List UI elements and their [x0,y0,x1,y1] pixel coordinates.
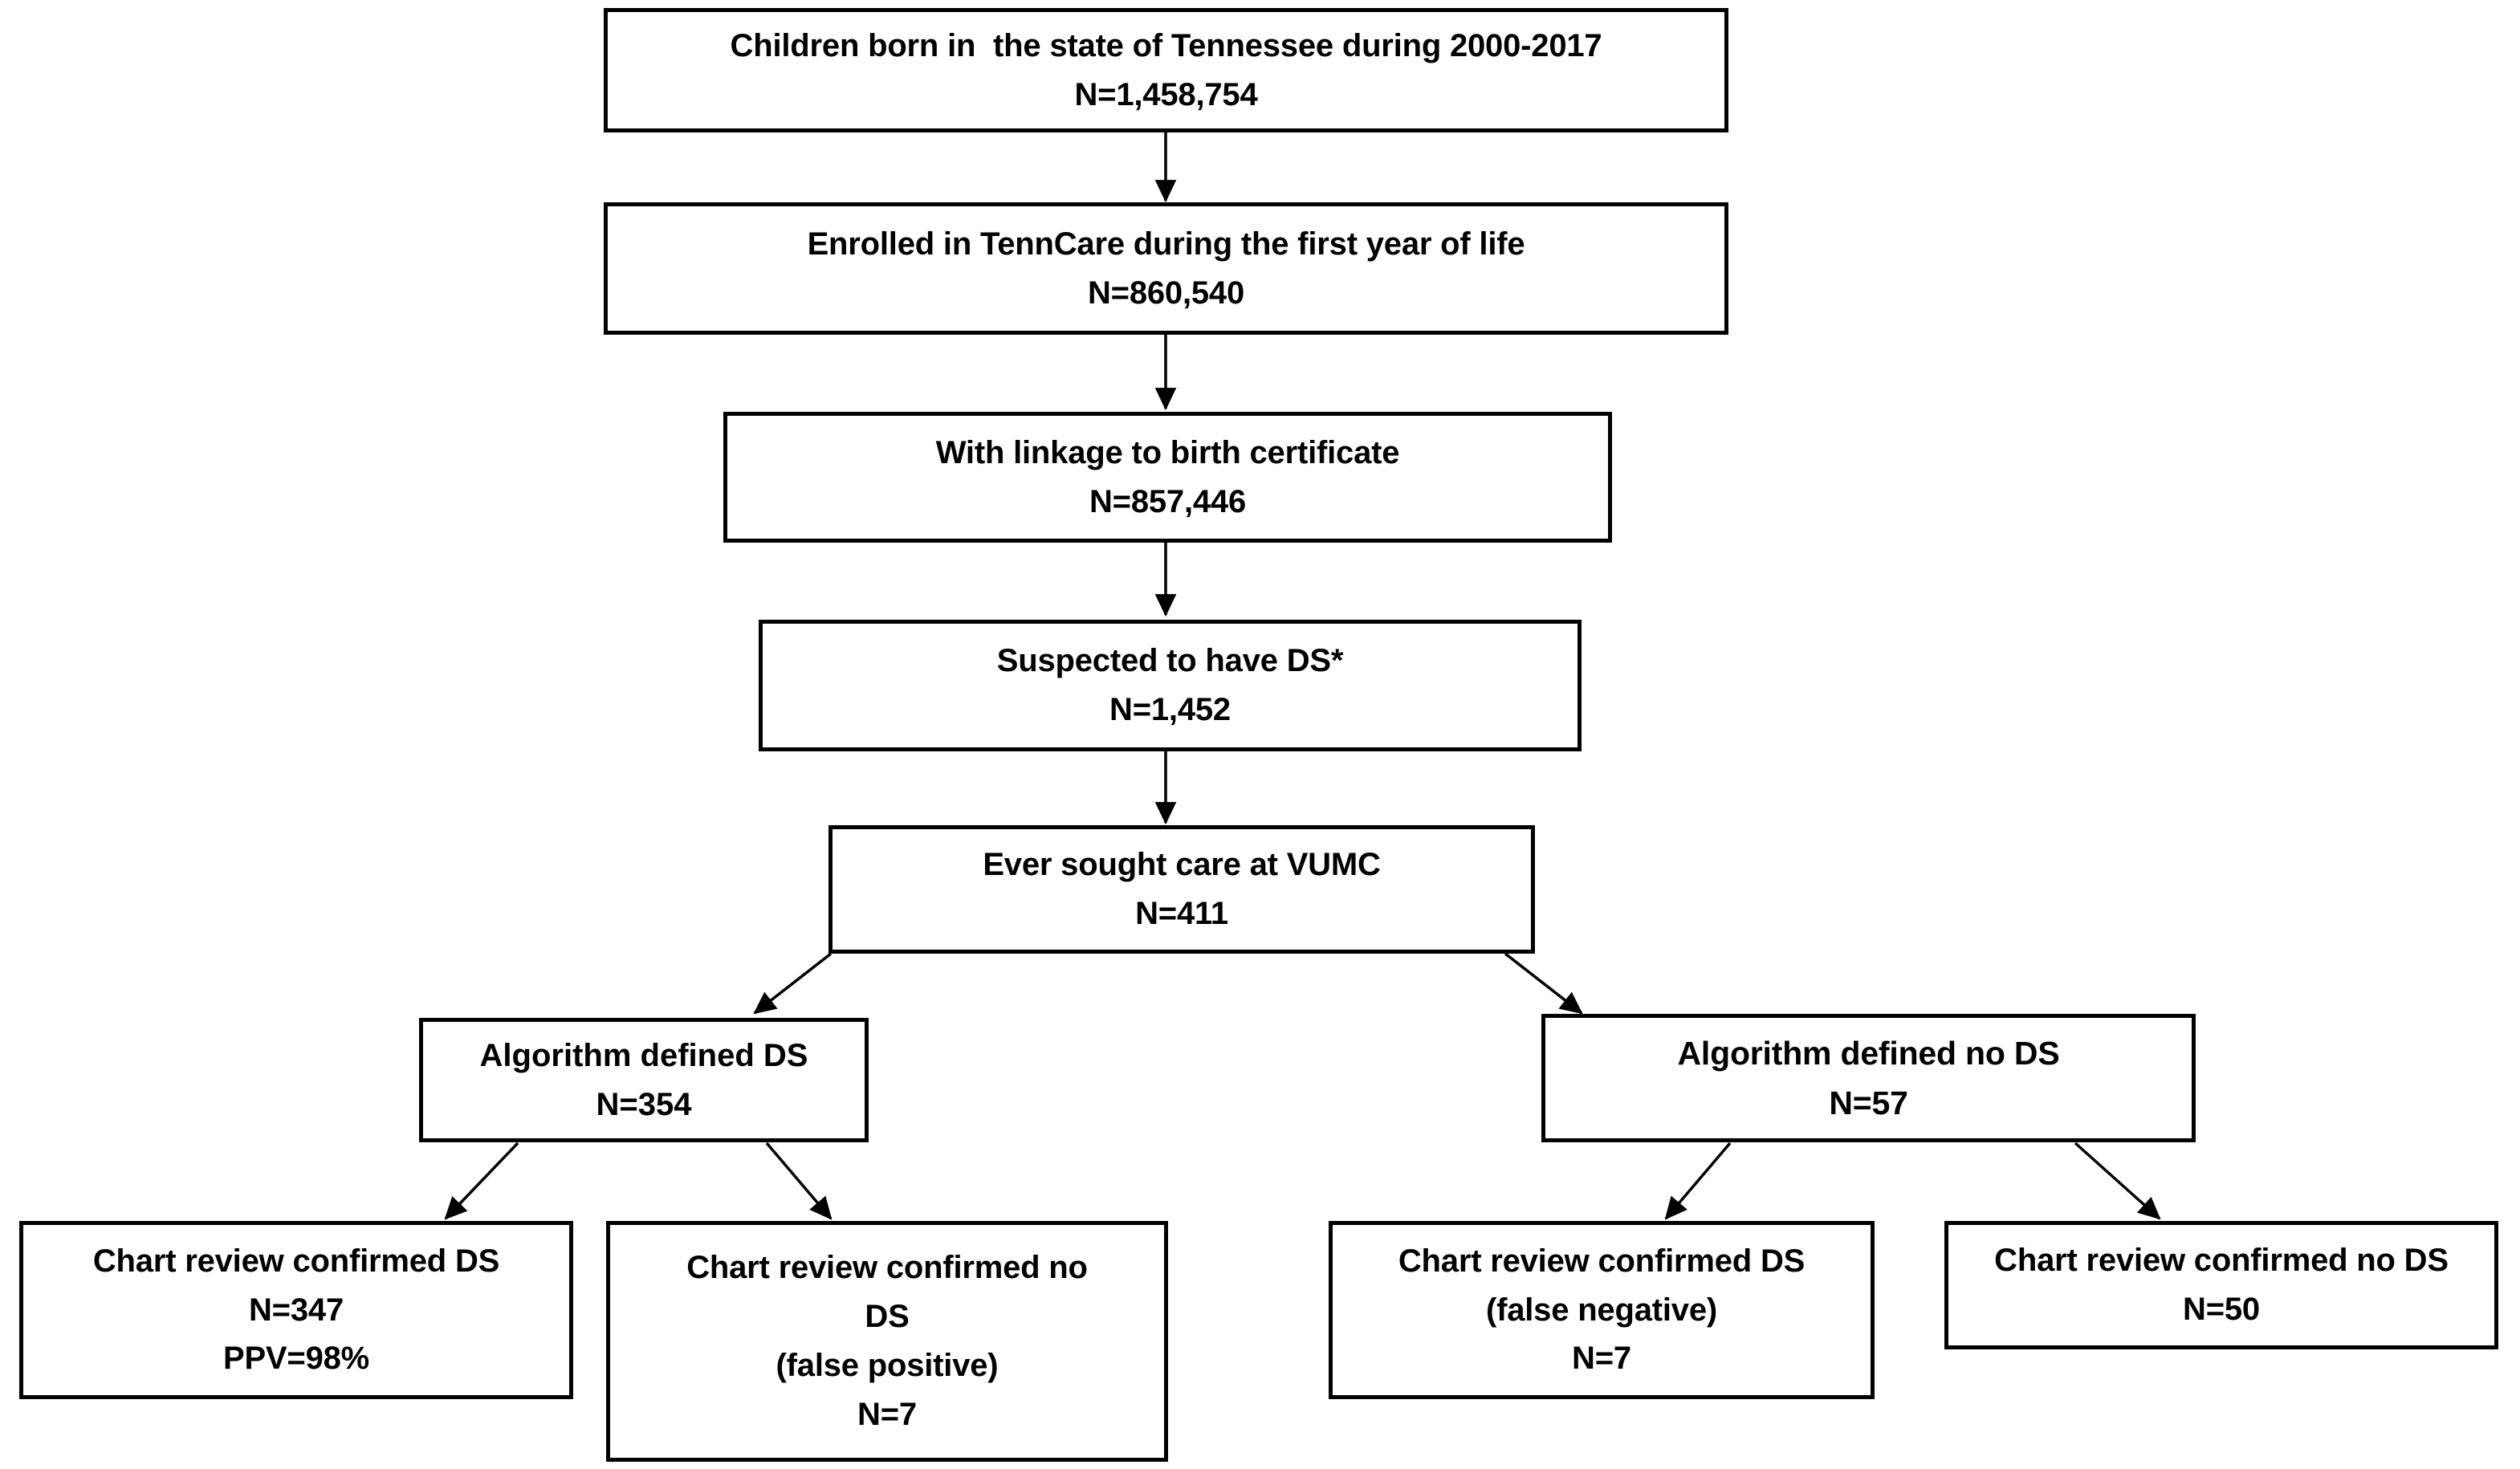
node-chart-review-true-negative-count: N=50 [2183,1292,2260,1327]
node-chart-review-false-positive: Chart review confirmed no DS (false posi… [606,1221,1168,1462]
node-chart-review-false-positive-title-2: DS [865,1299,910,1335]
node-chart-review-false-negative: Chart review confirmed DS (false negativ… [1329,1221,1875,1399]
node-algorithm-defined-ds-title: Algorithm defined DS [479,1037,808,1073]
edge-algo-no-ds-to-true-negative [2074,1141,2161,1220]
node-ever-sought-care-vumc-count: N=411 [1135,896,1228,931]
node-enrolled-tenncare: Enrolled in TennCare during the first ye… [604,202,1728,335]
node-algorithm-defined-no-ds: Algorithm defined no DS N=57 [1541,1014,2196,1142]
edge-algo-ds-to-true-positive [444,1141,519,1220]
node-chart-review-false-negative-count: N=7 [1572,1341,1631,1377]
node-chart-review-true-positive: Chart review confirmed DS N=347 PPV=98% [19,1221,573,1399]
node-birth-certificate-linkage-title: With linkage to birth certificate [935,434,1400,470]
node-ever-sought-care-vumc-title: Ever sought care at VUMC [983,847,1381,883]
edge-algo-ds-to-false-positive [765,1141,833,1220]
node-chart-review-true-negative-title: Chart review confirmed no DS [1994,1243,2449,1279]
node-algorithm-defined-ds: Algorithm defined DS N=354 [419,1018,869,1142]
node-children-born: Children born in the state of Tennessee … [604,8,1728,132]
node-children-born-count: N=1,458,754 [1074,76,1258,112]
node-children-born-title: Children born in the state of Tennessee … [730,27,1602,63]
node-chart-review-false-positive-title-1: Chart review confirmed no [686,1250,1088,1286]
node-algorithm-defined-ds-count: N=354 [596,1086,692,1122]
edge-vumc-to-algo-no-ds [1504,952,1583,1015]
node-enrolled-tenncare-count: N=860,540 [1087,275,1245,311]
node-chart-review-true-negative: Chart review confirmed no DS N=50 [1944,1221,2498,1349]
node-chart-review-false-negative-title: Chart review confirmed DS [1398,1243,1806,1279]
node-chart-review-false-positive-count: N=7 [857,1396,917,1432]
node-algorithm-defined-no-ds-title: Algorithm defined no DS [1677,1034,2060,1072]
node-suspected-ds-title: Suspected to have DS* [996,643,1344,679]
edge-algo-no-ds-to-false-negative [1664,1141,1732,1220]
node-chart-review-false-positive-note: (false positive) [776,1348,999,1383]
node-suspected-ds: Suspected to have DS* N=1,452 [759,620,1582,751]
node-suspected-ds-count: N=1,452 [1109,692,1231,727]
node-birth-certificate-linkage-count: N=857,446 [1089,483,1247,519]
edge-vumc-to-algo-ds [753,952,833,1015]
node-chart-review-true-positive-title: Chart review confirmed DS [92,1243,500,1279]
node-enrolled-tenncare-title: Enrolled in TennCare during the first ye… [807,226,1525,262]
node-chart-review-true-positive-count: N=347 [249,1292,344,1328]
node-birth-certificate-linkage: With linkage to birth certificate N=857,… [723,412,1612,543]
node-chart-review-true-positive-ppv: PPV=98% [222,1341,370,1377]
node-chart-review-false-negative-note: (false negative) [1485,1292,1717,1328]
node-algorithm-defined-no-ds-count: N=57 [1829,1084,1908,1121]
node-ever-sought-care-vumc: Ever sought care at VUMC N=411 [828,825,1535,954]
